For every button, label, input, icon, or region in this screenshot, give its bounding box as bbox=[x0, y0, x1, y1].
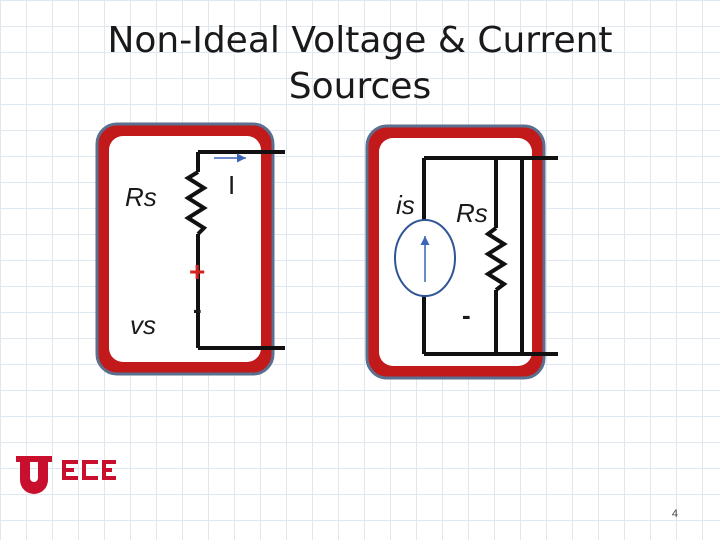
page-number: 4 bbox=[671, 508, 678, 520]
left-resistor-label: Rs bbox=[125, 182, 157, 212]
current-source-label: is bbox=[396, 190, 415, 220]
left-circuit bbox=[95, 122, 285, 376]
left-frame-inner bbox=[109, 136, 261, 362]
plus-sign: + bbox=[189, 256, 206, 287]
right-resistor bbox=[484, 226, 508, 292]
voltage-source-label: vs bbox=[130, 310, 156, 340]
right-resistor-label: Rs bbox=[456, 198, 488, 228]
left-minus-sign: - bbox=[193, 294, 202, 324]
slide-title: Non-Ideal Voltage & Current Sources bbox=[107, 20, 613, 107]
right-circuit bbox=[365, 124, 558, 380]
ece-logo bbox=[16, 456, 116, 494]
current-label: I bbox=[228, 170, 236, 200]
left-resistor bbox=[184, 170, 208, 236]
right-minus-sign: - bbox=[462, 300, 471, 330]
